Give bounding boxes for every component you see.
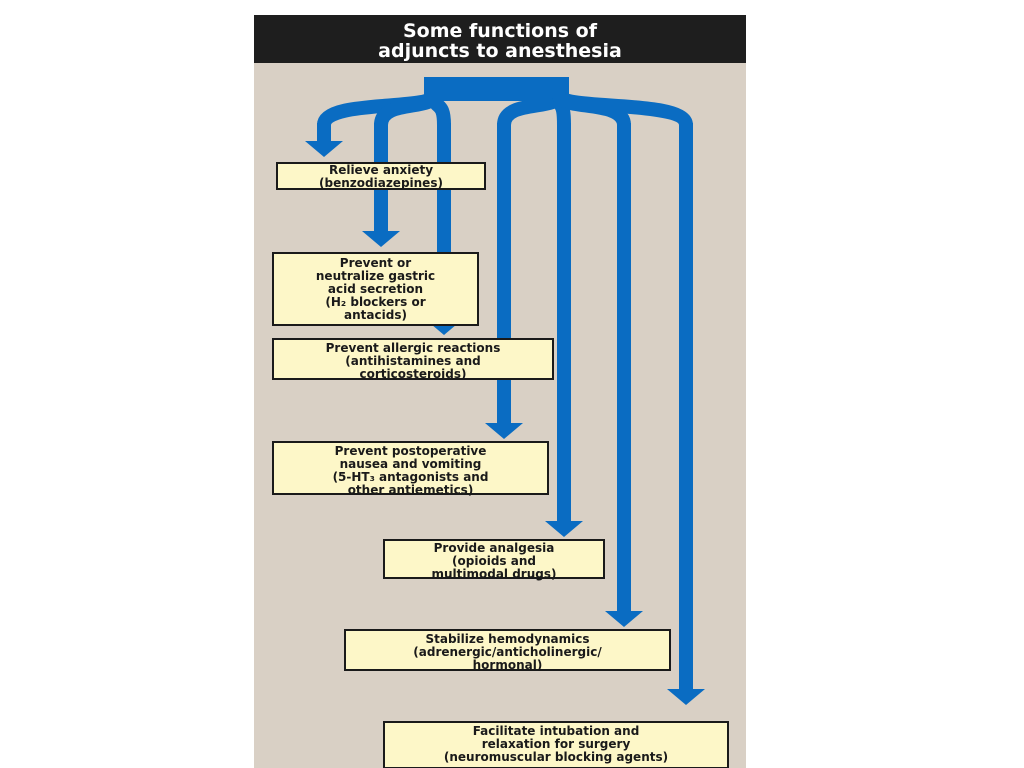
- box-line: relaxation for surgery: [481, 737, 631, 751]
- arrow-allergic-connector: [427, 94, 451, 126]
- box-line: Stabilize hemodynamics: [425, 632, 590, 646]
- arrow-nausea: [485, 123, 523, 439]
- box-line: Facilitate intubation and: [472, 724, 640, 738]
- function-box-analgesia: Provide analgesia (opioids and multimoda…: [383, 539, 605, 581]
- function-box-relieve-anxiety: Relieve anxiety (benzodiazepines): [276, 162, 486, 190]
- arrow-intubation-connector: [552, 91, 693, 128]
- arrow-relieve-anxiety: [305, 123, 343, 157]
- box-line: (adrenergic/anticholinergic/: [413, 645, 602, 659]
- box-line: (benzodiazepines): [319, 176, 443, 190]
- box-line: corticosteroids): [359, 367, 467, 381]
- arrow-intubation: [667, 123, 705, 705]
- function-box-nausea: Prevent postoperative nausea and vomitin…: [272, 441, 549, 497]
- box-line: Provide analgesia: [433, 541, 555, 555]
- box-line: Prevent or: [339, 256, 412, 270]
- box-line: Relieve anxiety: [328, 163, 434, 177]
- box-line: hormonal): [472, 658, 543, 672]
- arrow-analgesia: [545, 123, 583, 537]
- arrow-hemodynamics: [605, 123, 643, 627]
- title-line-1: Some functions of: [402, 20, 598, 42]
- box-line: (H₂ blockers or: [325, 295, 426, 309]
- box-line: neutralize gastric: [315, 269, 436, 283]
- box-line: (neuromuscular blocking agents): [443, 750, 669, 764]
- title-line-2: adjuncts to anesthesia: [378, 40, 622, 62]
- box-line: (5-HT₃ antagonists and: [332, 470, 489, 484]
- function-box-intubation: Facilitate intubation and relaxation for…: [383, 721, 729, 768]
- box-line: Prevent allergic reactions: [325, 341, 501, 355]
- box-line: acid secretion: [327, 282, 424, 296]
- box-line: (antihistamines and: [345, 354, 481, 368]
- box-line: antacids): [344, 308, 407, 322]
- function-box-gastric-acid: Prevent or neutralize gastric acid secre…: [272, 252, 479, 326]
- box-line: multimodal drugs): [431, 567, 557, 581]
- box-line: nausea and vomiting: [339, 457, 482, 471]
- box-line: Prevent postoperative: [334, 444, 487, 458]
- diagram-title: Some functions of adjuncts to anesthesia: [254, 15, 746, 63]
- function-box-hemodynamics: Stabilize hemodynamics (adrenergic/antic…: [344, 629, 671, 672]
- box-line: other antiemetics): [347, 483, 474, 497]
- function-box-allergic: Prevent allergic reactions (antihistamin…: [272, 338, 554, 381]
- box-line: (opioids and: [452, 554, 536, 568]
- diagram-panel: Some functions of adjuncts to anesthesia…: [254, 15, 746, 768]
